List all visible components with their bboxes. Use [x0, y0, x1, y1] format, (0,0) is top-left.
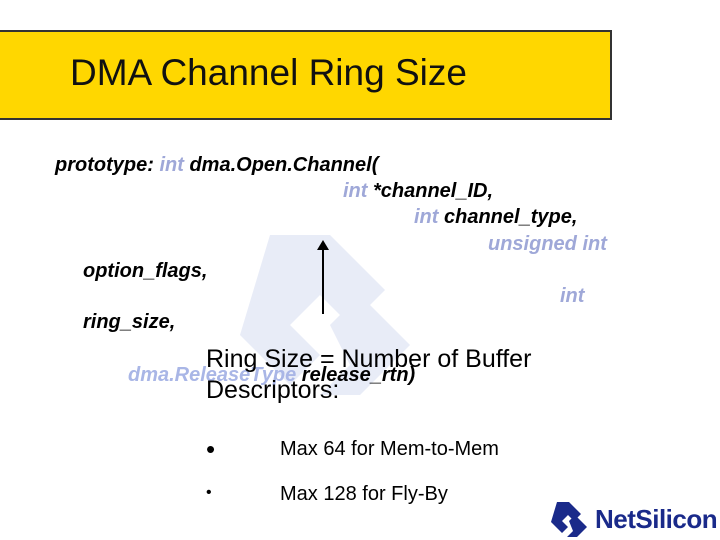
- arrow-up-icon: [317, 240, 329, 314]
- param-ring-size-name: ring_size,: [83, 311, 176, 333]
- prototype-line-1: prototype: int dma.Open.Channel(: [55, 154, 378, 177]
- bullet-marker: •: [206, 484, 212, 501]
- bullet-marker: •: [206, 434, 216, 464]
- param-option-flags-type: unsigned int: [488, 233, 607, 255]
- param-name: channel_type,: [444, 206, 578, 228]
- function-name: dma.Open.Channel(: [189, 154, 379, 176]
- param-option-flags-name: option_flags,: [83, 260, 208, 282]
- param-name: release_rtn): [301, 364, 416, 386]
- bullet-text: Max 128 for Fly-By: [280, 483, 448, 505]
- netsilicon-logo-icon: [551, 502, 587, 537]
- param-type: dma.ReleaseType: [128, 364, 297, 386]
- callout-line-1: Ring Size = Number of Buffer: [206, 345, 532, 373]
- param-release-rtn: dma.ReleaseType release_rtn): [128, 364, 415, 387]
- callout-line-2: Descriptors:: [206, 376, 340, 404]
- param-name: *channel_ID,: [373, 180, 494, 202]
- param-type: int: [343, 180, 368, 202]
- page-title: DMA Channel Ring Size: [70, 52, 467, 93]
- param-type: int: [414, 206, 439, 228]
- prototype-label: prototype:: [55, 154, 154, 176]
- return-type: int: [159, 154, 184, 176]
- title-banner: [0, 30, 612, 120]
- param-channel-type: int channel_type,: [414, 206, 577, 229]
- param-ring-size-type: int: [560, 285, 585, 307]
- logo-text: NetSilicon: [595, 503, 718, 534]
- netsilicon-logo: NetSilicon: [545, 500, 718, 538]
- bullet-text: Max 64 for Mem-to-Mem: [280, 438, 499, 460]
- watermark-logo-icon: [240, 235, 410, 395]
- param-channel-id: int *channel_ID,: [343, 180, 493, 203]
